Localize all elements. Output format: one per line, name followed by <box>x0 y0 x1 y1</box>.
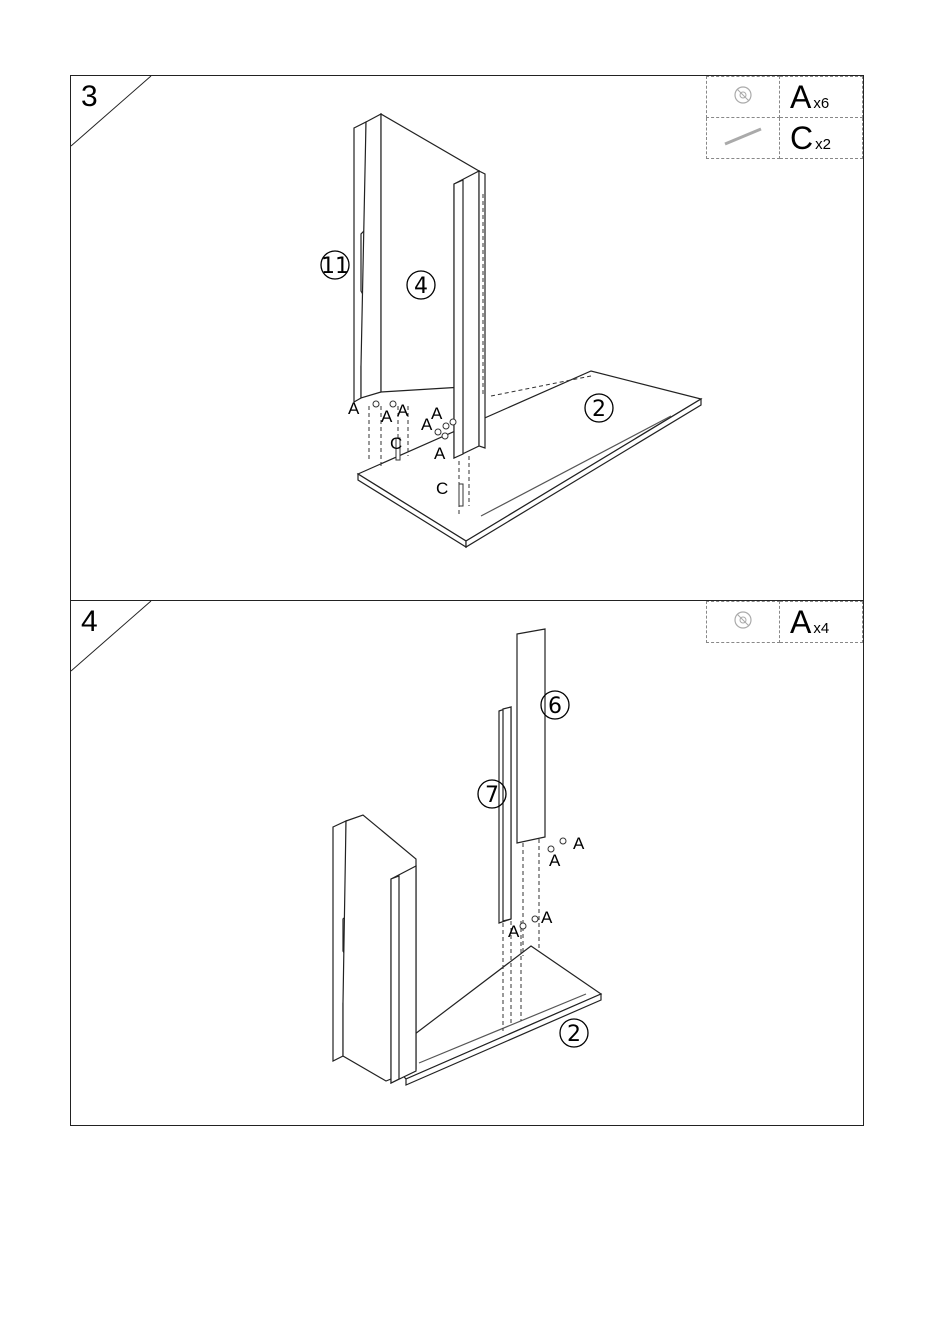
hardware-a-callout: A <box>381 407 393 426</box>
hardware-a-callout: A <box>508 922 520 941</box>
hardware-a-callout: A <box>348 399 360 418</box>
part-number-label: 4 <box>414 274 428 299</box>
rail-part <box>517 629 545 843</box>
hardware-a-callout: A <box>541 908 553 927</box>
part-number-label: 2 <box>592 397 606 422</box>
hardware-a-callout: A <box>573 834 585 853</box>
part-number-label: 6 <box>548 694 562 719</box>
hardware-c-callout: C <box>390 434 402 453</box>
hardware-a-callout: A <box>397 401 409 420</box>
part-number-label: 11 <box>321 254 349 279</box>
hardware-a-callout: A <box>549 851 561 870</box>
hardware-a-callout: A <box>434 444 446 463</box>
hardware-a-callout: A <box>431 404 443 423</box>
assembly-drawing: A A A A 6 7 2 <box>71 601 863 1125</box>
bottom-board-part <box>358 371 701 541</box>
hardware-c-callout: C <box>436 479 448 498</box>
assembly-drawing: A A A A A A C C 11 4 2 <box>71 76 863 600</box>
part-number-label: 2 <box>567 1022 581 1047</box>
part-number-label: 7 <box>485 783 499 808</box>
hardware-a-callout: A <box>421 415 433 434</box>
